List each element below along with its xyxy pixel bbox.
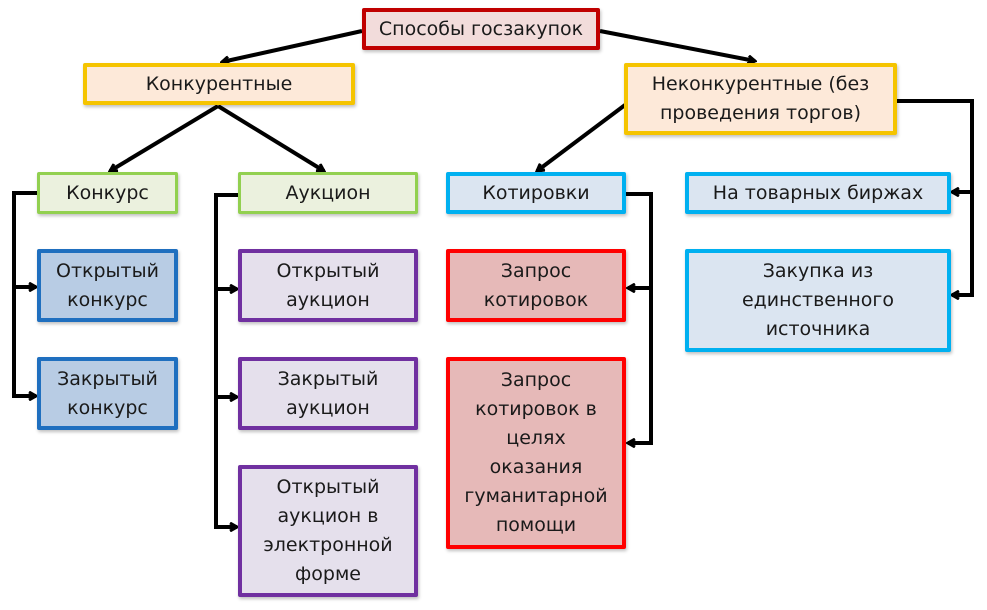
group-konkurs-label: Конкурс <box>66 181 149 204</box>
arrow-noncompetitive-quotes <box>537 103 627 171</box>
group-konkurs: Конкурс <box>37 172 178 214</box>
group-exchange-label: На товарных биржах <box>712 181 924 204</box>
root-node: Способы госзакупок <box>362 8 600 50</box>
leaf-open-auction-label: Открытый аукцион <box>276 259 380 311</box>
bracket-auction <box>214 193 238 527</box>
leaf-humanitarian-quote: Запрос котировок в целях оказания гумани… <box>446 357 626 549</box>
group-auction-label: Аукцион <box>285 181 371 204</box>
group-auction: Аукцион <box>238 172 418 214</box>
leaf-quote-request: Запрос котировок <box>446 249 626 322</box>
category-noncompetitive-label: Неконкурентные (без проведения торгов) <box>651 73 870 124</box>
leaf-open-konkurs: Открытый конкурс <box>37 249 178 322</box>
group-quotes-label: Котировки <box>482 181 590 204</box>
group-exchange: На товарных биржах <box>685 172 951 214</box>
group-quotes: Котировки <box>446 172 626 214</box>
leaf-e-auction-label: Открытый аукцион в электронной форме <box>263 476 393 585</box>
leaf-quote-request-label: Запрос котировок <box>483 259 589 311</box>
leaf-open-auction: Открытый аукцион <box>238 249 418 322</box>
leaf-closed-auction-label: Закрытый аукцион <box>277 367 379 419</box>
leaf-humanitarian-quote-label: Запрос котировок в целях оказания гумани… <box>464 369 608 536</box>
arrow-competitive-konkurs <box>110 104 220 173</box>
group-single-source: Закупка из единственного источника <box>685 249 951 352</box>
root-label: Способы госзакупок <box>378 17 584 40</box>
leaf-e-auction: Открытый аукцион в электронной форме <box>238 465 418 597</box>
arrow-root-competitive <box>222 29 363 62</box>
arrow-competitive-auction <box>216 104 324 173</box>
leaf-open-konkurs-label: Открытый конкурс <box>56 259 159 311</box>
bracket-quotes <box>626 192 653 443</box>
category-competitive: Конкурентные <box>83 63 355 105</box>
arrow-root-noncompetitive <box>599 29 755 61</box>
group-single-source-label: Закупка из единственного источника <box>741 260 895 340</box>
leaf-closed-konkurs-label: Закрытый конкурс <box>57 367 158 419</box>
category-competitive-label: Конкурентные <box>145 72 293 95</box>
bracket-konkurs <box>12 191 37 396</box>
leaf-closed-konkurs: Закрытый конкурс <box>37 357 178 430</box>
category-noncompetitive: Неконкурентные (без проведения торгов) <box>624 63 897 135</box>
leaf-closed-auction: Закрытый аукцион <box>238 357 418 430</box>
